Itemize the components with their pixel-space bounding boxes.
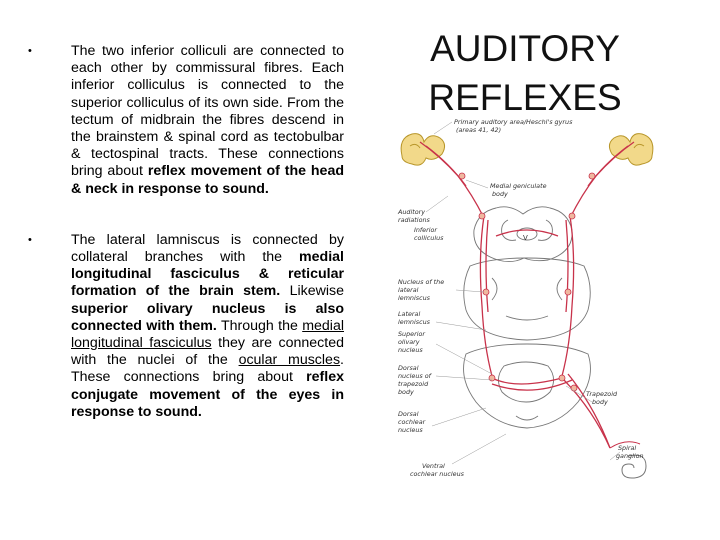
- label-primary-area: Primary auditory area/Heschl's gyrus: [454, 118, 573, 126]
- text-segment: The two inferior colliculi are connected…: [71, 43, 344, 180]
- leader-lines: [425, 121, 621, 465]
- label-trapezoid-body-sub: body: [592, 398, 608, 406]
- text-segment: reflex movement of the head & neck in re…: [71, 163, 345, 197]
- medulla-section: [463, 343, 591, 429]
- label-inferior-colliculus: Inferior: [414, 226, 437, 234]
- right-cortex: [608, 133, 654, 166]
- label-superior-olivary-2: olivary: [398, 338, 420, 346]
- text-segment: ocular muscles: [238, 352, 341, 369]
- bullet-marker: •: [28, 233, 32, 246]
- text-segment: . These connections bring about: [71, 352, 344, 386]
- label-superior-olivary-3: nucleus: [398, 346, 423, 354]
- label-dorsal-cochlear-2: cochlear: [398, 418, 426, 426]
- label-superior-olivary: Superior: [398, 330, 425, 338]
- text-segment: they are connected with the nuclei of th…: [71, 335, 344, 369]
- text-segment: Likewise: [280, 283, 344, 300]
- label-trapezoid-body: Trapezoid: [586, 390, 618, 398]
- left-cortex: [400, 133, 446, 166]
- label-dorsal-trapezoid-2: nucleus of: [398, 372, 433, 380]
- auditory-pathway-diagram: V: [396, 116, 658, 484]
- pons-section: [463, 257, 591, 341]
- pathway-illustration: V: [397, 118, 654, 479]
- text-segment: superior olivary nucleus is also connect…: [71, 300, 344, 334]
- label-dorsal-cochlear: Dorsal: [398, 410, 419, 418]
- text-segment: The lateral lamniscus is connected by co…: [71, 231, 344, 266]
- label-lateral-lemniscus: Lateral: [398, 310, 420, 318]
- bullet-text-2: The lateral lamniscus is connected by co…: [71, 232, 344, 421]
- label-medial-geniculate-sub: body: [492, 190, 508, 198]
- auditory-pathways: [419, 141, 635, 449]
- label-nucleus-lateral-3: lemniscus: [398, 294, 431, 302]
- label-dorsal-trapezoid-3: trapezoid: [398, 380, 429, 388]
- label-dorsal-trapezoid-4: body: [398, 388, 414, 396]
- label-ventral-cochlear-sub: cochlear nucleus: [410, 470, 465, 478]
- slide-title: AUDITORY REFLEXES: [428, 28, 622, 118]
- label-primary-area-sub: (areas 41, 42): [456, 126, 501, 134]
- label-dorsal-cochlear-3: nucleus: [398, 426, 423, 434]
- label-nucleus-lateral-2: lateral: [398, 286, 419, 294]
- label-ventral-cochlear: Ventral: [422, 462, 445, 470]
- text-segment: medial longitudinal fasciculus & reticul…: [71, 249, 344, 300]
- label-auditory-radiations: Auditory: [397, 208, 425, 216]
- bullet-marker: •: [28, 45, 32, 57]
- label-spiral-ganglion: Spiral: [618, 444, 636, 452]
- bullet-item-2: • The lateral lamniscus is connected by …: [28, 232, 344, 421]
- diagram-labels: Primary auditory area/Heschl's gyrus (ar…: [397, 118, 644, 478]
- nuclei: [458, 172, 596, 392]
- text-segment: medial longitudinal fasciculus: [71, 317, 344, 352]
- label-nucleus-lateral: Nucleus of the: [398, 278, 444, 286]
- bullet-item-1: • The two inferior colliculi are connect…: [28, 43, 344, 198]
- label-spiral-ganglion-sub: ganglion: [616, 452, 644, 460]
- label-lateral-lemniscus-sub: lemniscus: [398, 318, 431, 326]
- label-auditory-radiations-sub: radiations: [398, 216, 431, 224]
- text-segment: Through the: [216, 317, 303, 334]
- label-dorsal-trapezoid: Dorsal: [398, 364, 419, 372]
- roman-v-label: V: [523, 234, 528, 242]
- cochlea-spiral: [609, 441, 647, 479]
- label-medial-geniculate: Medial geniculate: [490, 182, 547, 190]
- label-inferior-colliculus-sub: colliculus: [414, 234, 444, 242]
- bullet-list: • The two inferior colliculi are connect…: [28, 43, 344, 421]
- bullet-text-1: The two inferior colliculi are connected…: [71, 43, 344, 198]
- text-segment: reflex conjugate movement of the eyes in…: [71, 369, 344, 420]
